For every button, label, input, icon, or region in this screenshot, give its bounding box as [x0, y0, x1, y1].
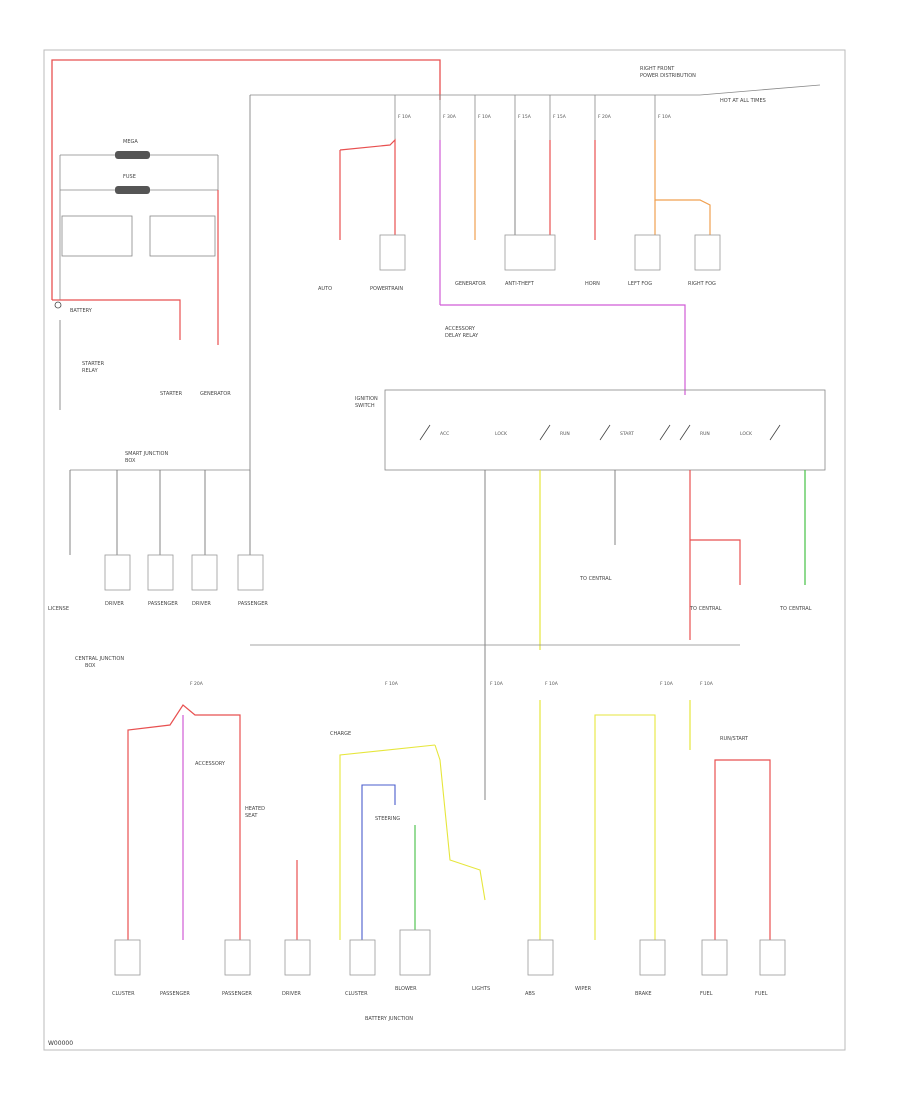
svg-text:ABS: ABS	[525, 991, 535, 997]
svg-text:HORN: HORN	[585, 281, 600, 287]
svg-text:TO CENTRAL: TO CENTRAL	[779, 606, 812, 612]
svg-text:CLUSTER: CLUSTER	[112, 991, 135, 997]
svg-text:F 10A: F 10A	[700, 681, 714, 687]
svg-text:LEFT FOG: LEFT FOG	[628, 281, 652, 287]
svg-text:BATTERY: BATTERY	[70, 308, 93, 314]
svg-text:F 10A: F 10A	[385, 681, 399, 687]
svg-text:LIGHTS: LIGHTS	[472, 986, 490, 992]
ignition-switch: IGNITION SWITCH ACC LOCK RUN START RUN L…	[355, 389, 826, 471]
svg-text:SMART JUNCTION: SMART JUNCTION	[125, 451, 168, 457]
battery-feed-section: MEGA FUSE BATTERY STARTER RELAY STARTER …	[51, 59, 441, 410]
reference-code: W00000	[48, 1040, 73, 1047]
svg-text:F 10A: F 10A	[660, 681, 674, 687]
svg-text:STEERING: STEERING	[375, 816, 400, 822]
svg-text:FUSE: FUSE	[123, 174, 136, 180]
svg-text:F 10A: F 10A	[478, 114, 492, 120]
svg-text:F 10A: F 10A	[490, 681, 504, 687]
svg-text:PASSENGER: PASSENGER	[160, 991, 190, 997]
mega-fuse-2	[115, 186, 150, 194]
svg-text:PASSENGER: PASSENGER	[238, 601, 268, 607]
svg-text:BOX: BOX	[125, 458, 136, 464]
svg-text:F 10A: F 10A	[545, 681, 559, 687]
svg-text:HOT AT ALL TIMES: HOT AT ALL TIMES	[720, 98, 766, 104]
svg-text:SWITCH: SWITCH	[355, 403, 375, 409]
battery-terminal	[54, 301, 62, 309]
svg-text:FUEL: FUEL	[755, 991, 768, 997]
bottom-fuses: F 20A F 10A F 10A F 10A F 10A F 10A ACCE…	[127, 681, 771, 940]
svg-text:LOCK: LOCK	[495, 431, 508, 437]
svg-text:F 30A: F 30A	[443, 114, 457, 120]
svg-text:F 15A: F 15A	[553, 114, 567, 120]
svg-text:F 10A: F 10A	[658, 114, 672, 120]
svg-text:SEAT: SEAT	[245, 813, 258, 819]
svg-text:RUN: RUN	[700, 431, 710, 437]
mega-fuse-1	[115, 151, 150, 159]
svg-text:ACCESSORY: ACCESSORY	[195, 761, 226, 767]
pink-ignition-feed	[440, 304, 686, 395]
top-row-loads	[379, 234, 721, 271]
svg-text:FUEL: FUEL	[700, 991, 713, 997]
svg-text:POWER DISTRIBUTION: POWER DISTRIBUTION	[640, 73, 696, 79]
svg-text:RIGHT FOG: RIGHT FOG	[688, 281, 716, 287]
svg-text:RIGHT FRONT: RIGHT FRONT	[640, 66, 675, 72]
svg-text:HEATED: HEATED	[245, 806, 265, 812]
svg-text:LICENSE: LICENSE	[48, 606, 69, 612]
fuse-group-top	[394, 95, 656, 140]
svg-text:RELAY: RELAY	[82, 368, 99, 374]
svg-text:WIPER: WIPER	[575, 986, 592, 992]
svg-text:START: START	[620, 431, 634, 437]
svg-text:PASSENGER: PASSENGER	[222, 991, 252, 997]
svg-text:PASSENGER: PASSENGER	[148, 601, 178, 607]
svg-text:DRIVER: DRIVER	[282, 991, 301, 997]
svg-text:MEGA: MEGA	[123, 139, 138, 145]
svg-text:F 15A: F 15A	[518, 114, 532, 120]
ignition-outputs: TO CENTRAL TO CENTRAL TO CENTRAL	[484, 470, 812, 800]
diagram-border	[43, 49, 846, 1051]
svg-text:DRIVER: DRIVER	[192, 601, 211, 607]
svg-text:RUN/START: RUN/START	[720, 736, 749, 742]
svg-text:F 10A: F 10A	[398, 114, 412, 120]
svg-text:F 20A: F 20A	[598, 114, 612, 120]
svg-text:ANTI-THEFT: ANTI-THEFT	[505, 281, 535, 287]
svg-text:RUN: RUN	[560, 431, 570, 437]
svg-text:CLUSTER: CLUSTER	[345, 991, 368, 997]
svg-text:BATTERY JUNCTION: BATTERY JUNCTION	[365, 1016, 413, 1022]
svg-text:ACCESSORY: ACCESSORY	[445, 326, 476, 332]
svg-text:CHARGE: CHARGE	[330, 731, 351, 737]
svg-text:POWERTRAIN: POWERTRAIN	[370, 286, 403, 292]
svg-text:TO CENTRAL: TO CENTRAL	[579, 576, 612, 582]
svg-text:F 20A: F 20A	[190, 681, 204, 687]
svg-text:TO CENTRAL: TO CENTRAL	[689, 606, 722, 612]
svg-text:AUTO: AUTO	[318, 286, 332, 292]
svg-text:LOCK: LOCK	[740, 431, 753, 437]
svg-text:BOX: BOX	[85, 663, 96, 669]
svg-text:BRAKE: BRAKE	[635, 991, 652, 997]
svg-text:DRIVER: DRIVER	[105, 601, 124, 607]
svg-text:CENTRAL JUNCTION: CENTRAL JUNCTION	[75, 656, 124, 662]
left-load-block: SMART JUNCTION BOX LICENSE DRIVER PASSEN…	[48, 451, 268, 612]
svg-text:STARTER: STARTER	[82, 361, 105, 367]
bottom-loads	[114, 929, 786, 976]
top-fuse-bus: RIGHT FRONT POWER DISTRIBUTION HOT AT AL…	[249, 66, 821, 470]
svg-text:STARTER: STARTER	[160, 391, 183, 397]
svg-text:ACC: ACC	[440, 431, 449, 437]
svg-text:BLOWER: BLOWER	[395, 986, 417, 992]
svg-text:DELAY RELAY: DELAY RELAY	[445, 333, 479, 339]
svg-text:IGNITION: IGNITION	[355, 396, 378, 402]
svg-text:GENERATOR: GENERATOR	[455, 281, 486, 287]
svg-text:GENERATOR: GENERATOR	[200, 391, 231, 397]
